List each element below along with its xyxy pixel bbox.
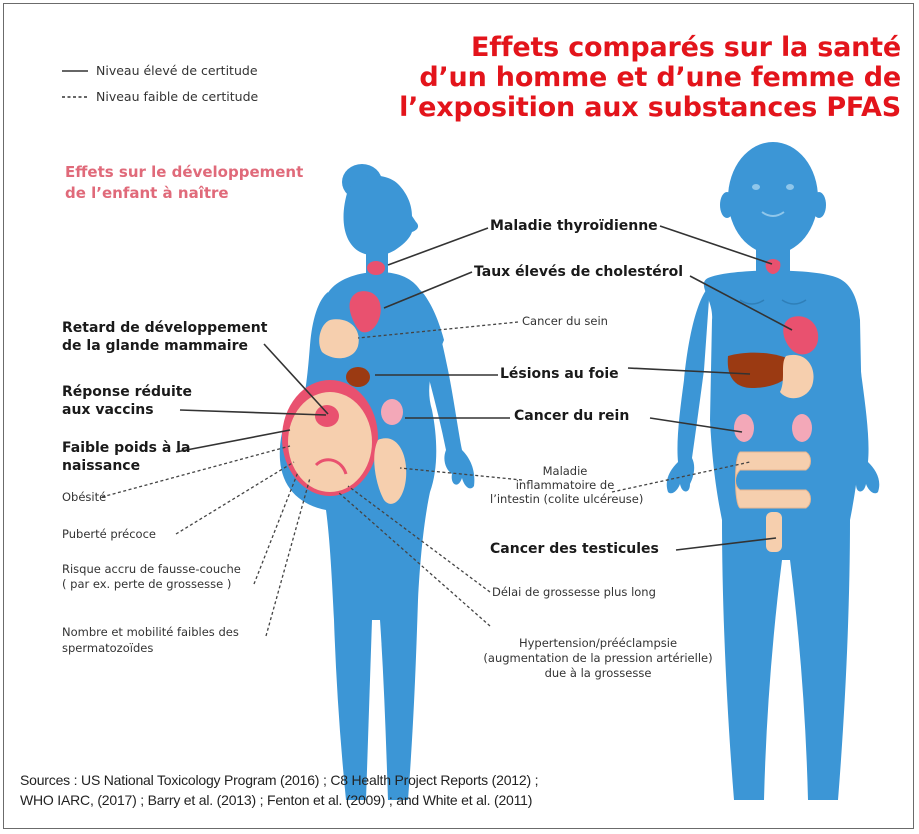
- man-testicle-icon: [766, 512, 782, 552]
- legend-low-certainty: Niveau faible de certitude: [96, 89, 259, 104]
- connectors-dashed: [101, 321, 751, 637]
- label-hypertension-2: (augmentation de la pression artérielle): [483, 651, 713, 665]
- label-sperm-2: spermatozoïdes: [62, 641, 154, 655]
- man-organs: [727, 259, 819, 552]
- legend-high-certainty: Niveau élevé de certitude: [96, 63, 258, 78]
- title-line-2: d’un homme et d’une femme de: [419, 62, 901, 93]
- fetus-icon: [288, 392, 372, 492]
- woman-breast-icon: [319, 319, 359, 359]
- man-stomach-icon: [780, 354, 814, 399]
- label-vaccines-2: aux vaccins: [62, 402, 154, 418]
- man-silhouette: [666, 142, 880, 800]
- label-cholesterol: Taux élevés de cholestérol: [474, 264, 684, 280]
- man-intestine-icon: [735, 451, 811, 509]
- woman-heart-icon: [349, 291, 381, 333]
- label-mammary-1: Retard de développement: [62, 320, 268, 336]
- label-vaccines-1: Réponse réduite: [62, 384, 192, 400]
- title-line-3: l’exposition aux substances PFAS: [399, 92, 901, 123]
- label-colitis-2: inflammatoire de: [515, 478, 615, 492]
- man-liver-icon: [727, 352, 794, 388]
- label-colitis-3: l’intestin (colite ulcéreuse): [490, 492, 644, 506]
- label-obesity: Obésité: [62, 490, 107, 504]
- label-colitis-1: Maladie: [542, 464, 588, 478]
- man-kidney-right-icon: [792, 414, 812, 442]
- label-puberty: Puberté précoce: [62, 527, 156, 541]
- label-birthweight-1: Faible poids à la: [62, 440, 191, 456]
- label-miscarriage-2: ( par ex. perte de grossesse ): [62, 577, 232, 591]
- woman-kidney-icon: [381, 399, 403, 425]
- label-kidney: Cancer du rein: [514, 408, 630, 424]
- label-birthweight-2: naissance: [62, 458, 141, 474]
- label-hypertension-1: Hypertension/prééclampsie: [518, 636, 678, 650]
- woman-organs: [282, 261, 407, 504]
- label-sperm-1: Nombre et mobilité faibles des: [62, 625, 239, 639]
- label-testicles: Cancer des testicules: [490, 541, 659, 557]
- woman-thyroid-icon: [367, 261, 385, 275]
- section-heading-line-1: Effets sur le développement: [65, 163, 304, 181]
- sources-line-2: WHO IARC, (2017) ; Barry et al. (2013) ;…: [20, 792, 533, 808]
- sources-line-1: Sources : US National Toxicology Program…: [20, 772, 539, 788]
- woman-intestine-icon: [374, 438, 407, 504]
- man-heart-icon: [783, 316, 819, 355]
- connectors-solid: [175, 225, 793, 551]
- label-liver: Lésions au foie: [500, 366, 619, 382]
- woman-liver-icon: [346, 367, 370, 387]
- label-pregnancy-delay: Délai de grossesse plus long: [492, 585, 656, 599]
- label-mammary-2: de la glande mammaire: [62, 338, 248, 354]
- title-line-1: Effets comparés sur la santé: [471, 32, 901, 63]
- section-heading-line-2: de l’enfant à naître: [65, 184, 229, 202]
- label-miscarriage-1: Risque accru de fausse-couche: [62, 562, 241, 576]
- label-hypertension-3: due à la grossesse: [544, 666, 652, 680]
- label-thyroid: Maladie thyroïdienne: [490, 218, 658, 234]
- man-kidney-left-icon: [734, 414, 754, 442]
- label-breast-cancer: Cancer du sein: [522, 314, 608, 328]
